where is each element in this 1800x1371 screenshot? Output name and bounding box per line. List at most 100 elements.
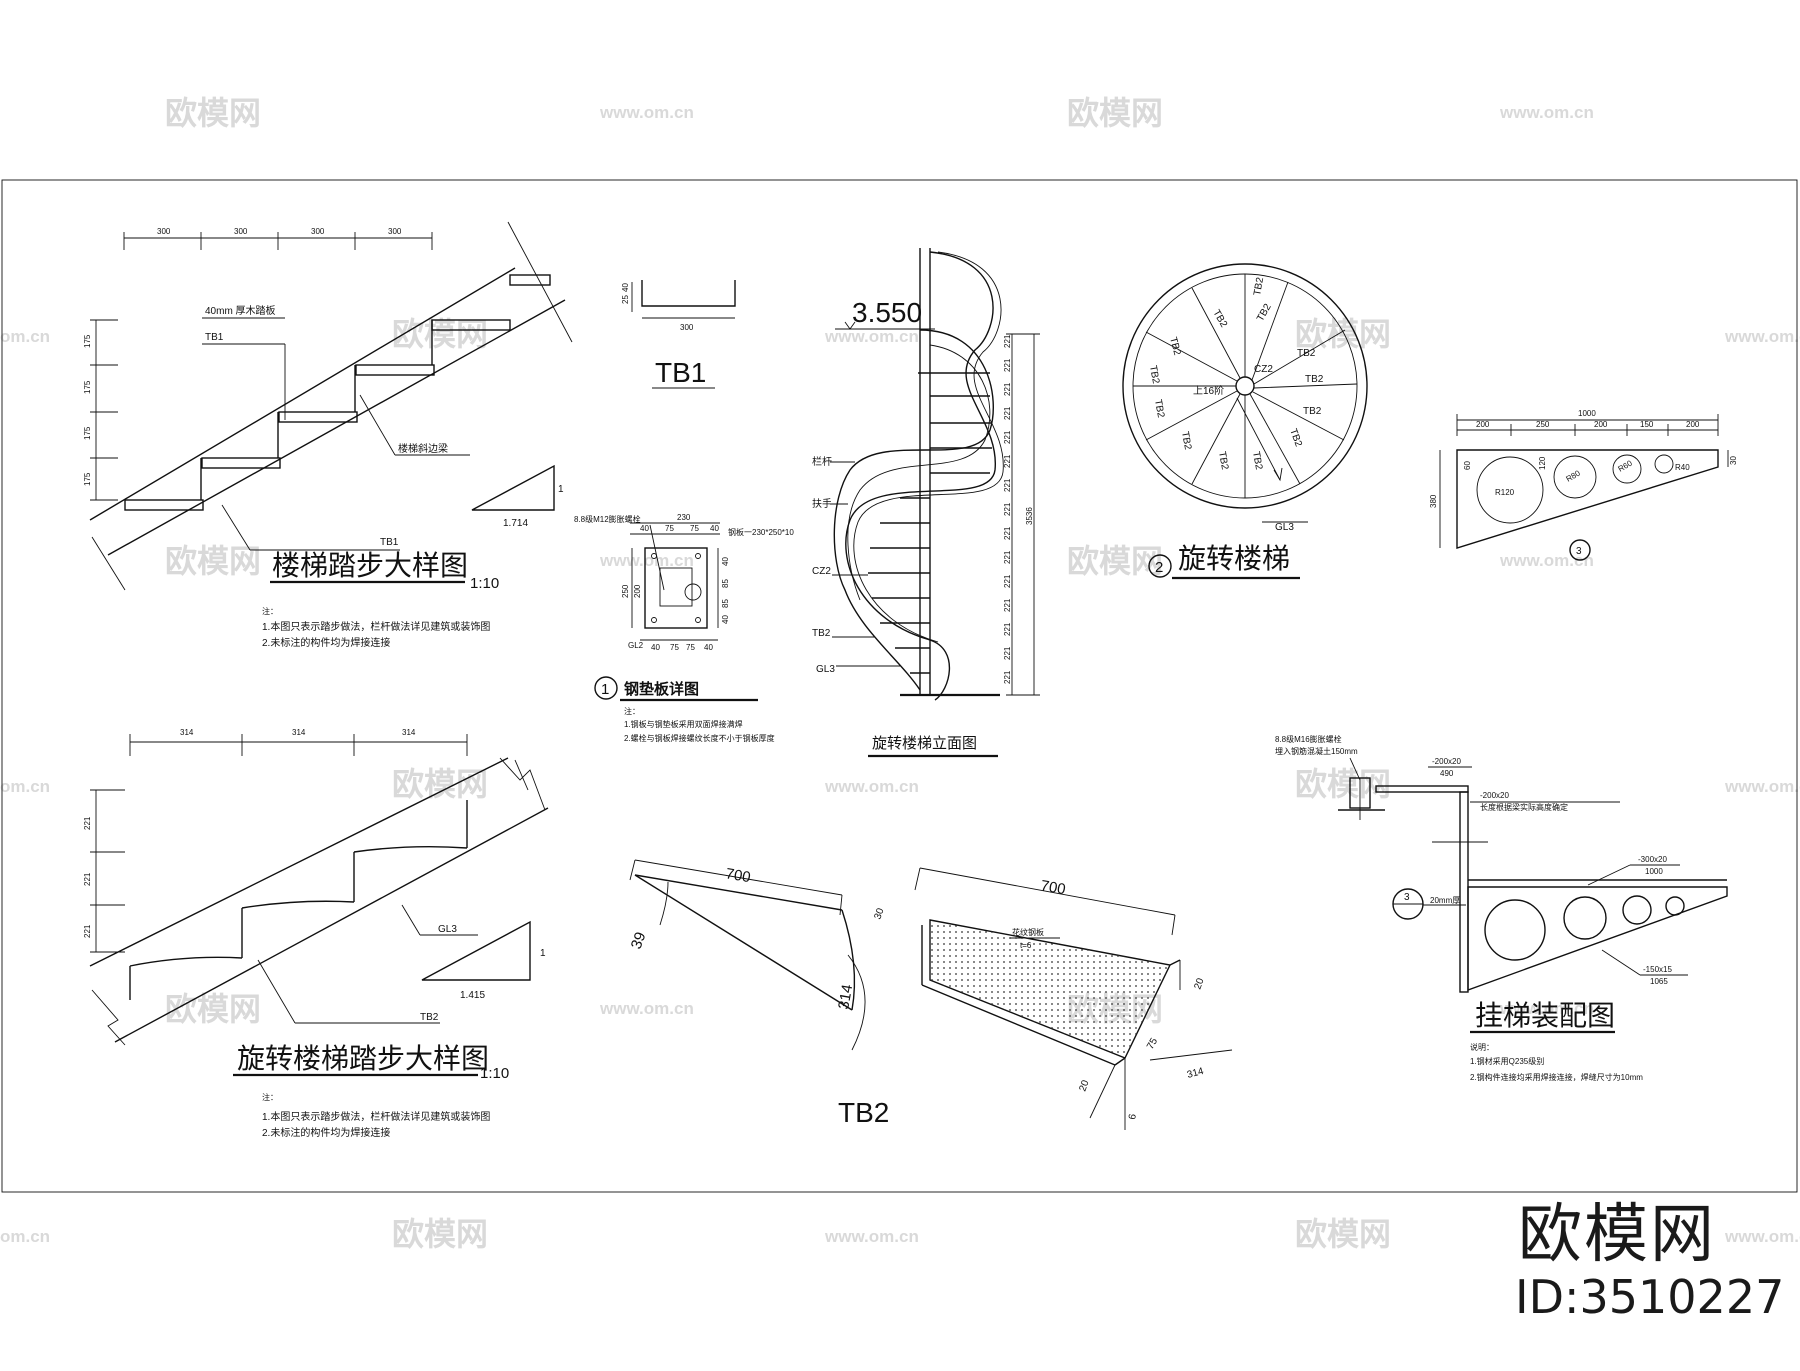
watermark-url: www.om.cn xyxy=(824,1227,919,1246)
plan-tread: TB2 xyxy=(1179,431,1193,451)
spiral-step-detail: 314 314 314 221 221 221 GL3 TB2 1.415 1 … xyxy=(83,728,549,1139)
detail-number-circle xyxy=(1569,539,1591,561)
assembly-hole xyxy=(1484,899,1546,961)
assembly-plate1: -200x20 xyxy=(1432,757,1461,766)
hanger-part: 1000 200 250 200 150 200 R120 R80 R60 R4… xyxy=(1429,409,1738,561)
plate-note-head: 注： xyxy=(624,706,640,716)
detail-number-circle xyxy=(1148,554,1172,578)
tb2-angle: 39 xyxy=(628,930,650,951)
hanger-seg: 200 xyxy=(1476,420,1490,429)
plan-tread: TB2 xyxy=(1297,348,1316,359)
note-line: 1.本图只表示踏步做法，栏杆做法详见建筑或装饰图 xyxy=(262,1110,490,1123)
watermark-brand: 欧模网 xyxy=(165,991,261,1027)
gl3-label: GL3 xyxy=(438,924,457,935)
note-head: 注： xyxy=(262,1092,278,1102)
plan-outer-circle xyxy=(1122,263,1368,509)
plate-title: 钢垫板详图 xyxy=(624,680,699,698)
steel-plate-detail: 230 40 75 75 40 8.8级M12膨胀螺栓 钢板一230*250*1… xyxy=(574,513,794,743)
plate-note: 钢板一230*250*10 xyxy=(728,527,794,537)
hanger-seg: 200 xyxy=(1686,420,1700,429)
drawing-frame xyxy=(1,179,1798,1193)
plan-tread: TB2 xyxy=(1152,399,1166,419)
hanger-r: R80 xyxy=(1565,468,1583,483)
elev-rise: 221 xyxy=(1003,430,1012,444)
assembly-mark: 3 xyxy=(1404,892,1410,903)
watermark-brand: 欧模网 xyxy=(1067,543,1163,579)
watermark-url: www.om.cn xyxy=(1499,103,1594,122)
tb2-d314: 314 xyxy=(1186,1066,1205,1081)
tread-plank xyxy=(124,499,204,511)
watermark-url: www.om.cn xyxy=(1499,551,1594,570)
spiral-step-title: 旋转楼梯踏步大样图 xyxy=(237,1043,489,1074)
watermark-brand: 欧模网 xyxy=(165,95,261,131)
dim-314: 314 xyxy=(180,728,194,737)
hanger-assembly: 8.8级M16膨胀螺栓 埋入钢筋混凝土150mm -200x20 490 -20… xyxy=(1275,734,1728,1082)
hanger-r: R60 xyxy=(1617,458,1635,473)
watermark-url: www.om.cn xyxy=(1499,999,1594,1018)
elev-rise: 221 xyxy=(1003,622,1012,636)
plan-cz2: CZ2 xyxy=(1254,364,1273,375)
plate-note-line: 2.螺栓与钢板焊接螺纹长度不小于钢板厚度 xyxy=(624,733,775,743)
dim-175: 175 xyxy=(83,334,92,348)
tb2-iso-len: 700 xyxy=(1039,877,1067,898)
elev-level: 3.550 xyxy=(852,297,922,328)
assembly-plate2: -200x20 xyxy=(1480,791,1509,800)
vertical-hanger xyxy=(1459,791,1469,993)
plate-w-part: 40 xyxy=(704,643,713,652)
elev-cz2: CZ2 xyxy=(812,566,831,577)
assembly-note-line: 2.钢构件连接均采用焊接连接，焊缝尺寸为10mm xyxy=(1470,1072,1643,1082)
plate-outline xyxy=(644,547,708,629)
plate-w-part: 75 xyxy=(690,524,699,533)
hanger-r: R40 xyxy=(1675,463,1690,472)
note-line: 2.未标注的构件均为焊接连接 xyxy=(262,1126,390,1139)
hanger-num: 3 xyxy=(1576,546,1582,557)
plan-up: 上16阶 xyxy=(1193,384,1224,397)
plate-note-line: 1.钢板与钢垫板采用双面焊接满焊 xyxy=(624,719,743,729)
assembly-bolt-note: 8.8级M16膨胀螺栓 xyxy=(1275,734,1342,744)
plate-w-part: 75 xyxy=(686,643,695,652)
plan-gl3: GL3 xyxy=(1275,522,1294,533)
watermark-url-cut: om.cn xyxy=(0,1227,50,1246)
elev-rise: 221 xyxy=(1003,406,1012,420)
hanger-plate-outline xyxy=(1456,449,1719,549)
watermark-url: www.om.cn xyxy=(599,103,694,122)
plate-h: 250 xyxy=(621,584,630,598)
hanger-seg: 200 xyxy=(1594,420,1608,429)
elev-rise: 221 xyxy=(1003,598,1012,612)
tb2-len: 700 xyxy=(724,865,752,886)
footer-model-id: ID:3510227 xyxy=(1515,1270,1785,1324)
slope-one: 1 xyxy=(558,484,564,495)
watermark-brand: 欧模网 xyxy=(1295,1216,1391,1252)
plank-note: 40mm 厚木踏板 xyxy=(205,304,276,317)
tread-plank xyxy=(355,364,435,376)
tb1-dim-h: 40 xyxy=(621,283,630,292)
assembly-hole xyxy=(1665,896,1685,916)
tb2-d6: 6 xyxy=(1127,1113,1139,1121)
note-head: 注： xyxy=(262,606,278,616)
beam-note: 楼梯斜边梁 xyxy=(398,442,448,455)
watermark-brand: 欧模网 xyxy=(392,766,488,802)
plan-num: 2 xyxy=(1155,559,1163,576)
dim-314: 314 xyxy=(402,728,416,737)
hanger-seg: 150 xyxy=(1640,420,1654,429)
plate-w: 230 xyxy=(677,513,691,522)
stair-detail-scale: 1:10 xyxy=(470,575,499,592)
plan-tread: TB2 xyxy=(1287,427,1304,448)
slope-triangle xyxy=(471,464,555,511)
hanger-hole xyxy=(1654,454,1674,474)
plan-tread: TB2 xyxy=(1255,302,1274,324)
footer-brand-logo: 欧模网 xyxy=(1518,1198,1716,1272)
assembly-plate1-len: 490 xyxy=(1440,769,1454,778)
assembly-hole xyxy=(1563,896,1607,940)
plate-w-part: 40 xyxy=(640,524,649,533)
plan-tread: TB2 xyxy=(1167,336,1182,357)
tb1-dim-w: 300 xyxy=(680,323,694,332)
elev-rise: 221 xyxy=(1003,478,1012,492)
watermark-url: www.om.cn xyxy=(1724,1227,1800,1246)
watermark-brand: 欧模网 xyxy=(392,1216,488,1252)
watermark-url: www.om.cn xyxy=(824,327,919,346)
slope-one: 1 xyxy=(540,948,546,959)
elev-rise: 221 xyxy=(1003,454,1012,468)
plan-tread: TB2 xyxy=(1216,451,1230,471)
